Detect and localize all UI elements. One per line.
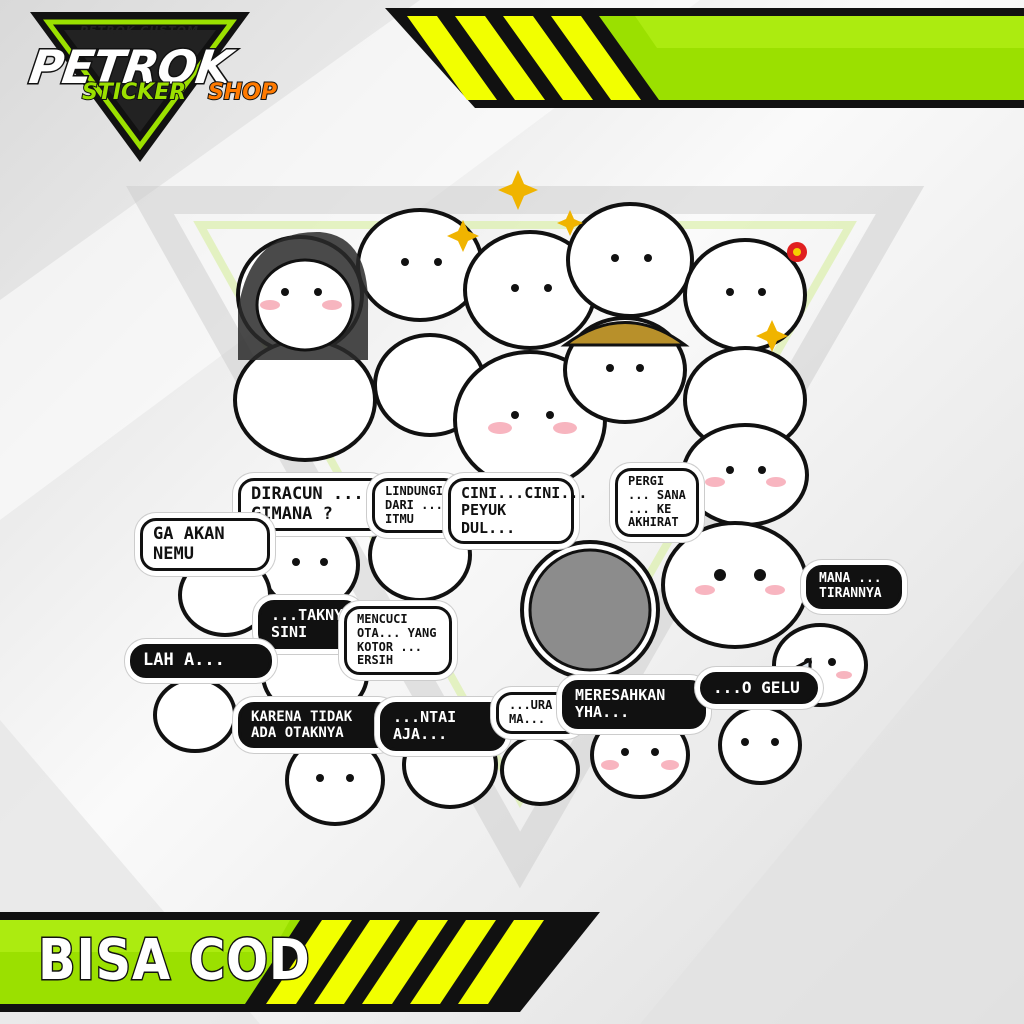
top-stripe-banner	[385, 8, 1024, 108]
sticker-text-santai: ...NTAI AJA...	[380, 702, 506, 751]
sticker-text-ga-akan-nemu: GA AKAN NEMU	[140, 518, 270, 572]
sticker-head	[260, 518, 360, 612]
logo-tagline: PETROK CUSTOM	[80, 24, 199, 37]
helmet-icon	[560, 321, 690, 347]
sticker-text-meresahkan: MERESAHKAN YHA...	[562, 680, 706, 729]
sticker-collage	[153, 170, 868, 826]
sticker-text-mana: MANA ... TIRANNYA	[806, 565, 902, 609]
sparkle-icon	[447, 170, 788, 352]
logo-sub-shop: SHOP	[207, 79, 278, 106]
sticker-text-pergi: PERGI ... SANA ... KE AKHIRAT	[615, 468, 699, 538]
sticker-text-lah: LAH A...	[130, 644, 272, 678]
sticker-head	[285, 734, 385, 826]
sticker-text-cini: CINI...CINI... PEYUK DUL...	[448, 478, 587, 544]
sticker-head	[681, 423, 809, 527]
sticker-head	[683, 238, 807, 352]
sticker-head	[661, 521, 809, 649]
flower-icon	[787, 242, 807, 262]
bottom-stripe-banner	[0, 912, 600, 1012]
sticker-head	[718, 705, 802, 785]
sticker-text-mencuci: MENCUCI OTA... YANG KOTOR ... ERSIH	[344, 606, 452, 676]
logo-sub-sticker: STICKER	[81, 79, 187, 106]
sticker-head	[500, 734, 580, 806]
logo-triangle-icon	[30, 12, 250, 162]
sticker-text-gelu: ...O GELU	[700, 672, 818, 705]
cod-label: BISA COD	[37, 927, 311, 994]
sticker-text-lindungi: LINDUNGI DARI ... ITMU	[372, 478, 460, 534]
sticker-head	[153, 677, 237, 753]
sticker-text-karena: KARENA TIDAK ADA OTAKNYA	[238, 702, 394, 749]
sticker-head	[566, 202, 694, 318]
